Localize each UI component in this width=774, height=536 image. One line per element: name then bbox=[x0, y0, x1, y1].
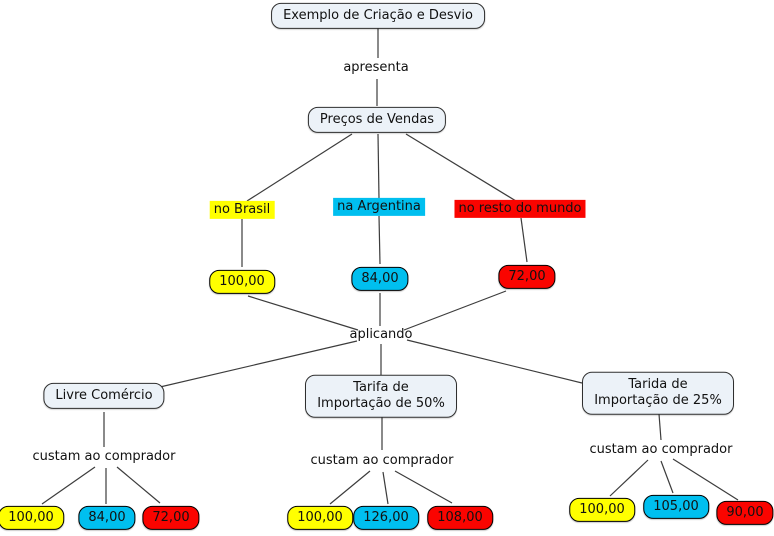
price-brasil[interactable]: 100,00 bbox=[209, 269, 275, 295]
cost-t50-brasil[interactable]: 100,00 bbox=[287, 505, 353, 531]
region-label-resto-do-mundo[interactable]: no resto do mundo bbox=[454, 199, 586, 219]
node-root[interactable]: Exemplo de Criação e Desvio bbox=[271, 2, 485, 30]
node-tarida-25[interactable]: Tarida de Importação de 25% bbox=[582, 371, 734, 415]
link-label-custam-2[interactable]: custam ao comprador bbox=[310, 452, 454, 468]
price-resto-do-mundo[interactable]: 72,00 bbox=[498, 264, 556, 290]
node-livre-comercio[interactable]: Livre Comércio bbox=[43, 382, 165, 410]
cost-t50-mundo[interactable]: 108,00 bbox=[427, 505, 493, 531]
link-label-custam-3[interactable]: custam ao comprador bbox=[589, 441, 733, 457]
cost-t25-argentina[interactable]: 105,00 bbox=[643, 494, 709, 520]
cost-livre-brasil[interactable]: 100,00 bbox=[0, 505, 64, 531]
link-label-aplicando[interactable]: aplicando bbox=[349, 326, 413, 342]
cost-livre-mundo[interactable]: 72,00 bbox=[142, 505, 200, 531]
link-label-custam-1[interactable]: custam ao comprador bbox=[32, 448, 176, 464]
price-argentina[interactable]: 84,00 bbox=[351, 266, 409, 292]
region-label-argentina[interactable]: na Argentina bbox=[333, 197, 425, 217]
cost-t25-mundo[interactable]: 90,00 bbox=[716, 500, 774, 526]
link-label-apresenta[interactable]: apresenta bbox=[343, 59, 409, 75]
cost-livre-argentina[interactable]: 84,00 bbox=[78, 505, 136, 531]
node-tarifa-50[interactable]: Tarifa de Importação de 50% bbox=[305, 374, 457, 418]
cost-t50-argentina[interactable]: 126,00 bbox=[353, 505, 419, 531]
cost-t25-brasil[interactable]: 100,00 bbox=[569, 497, 635, 523]
node-precos-de-vendas[interactable]: Preços de Vendas bbox=[307, 106, 447, 134]
region-label-brasil[interactable]: no Brasil bbox=[209, 200, 275, 220]
